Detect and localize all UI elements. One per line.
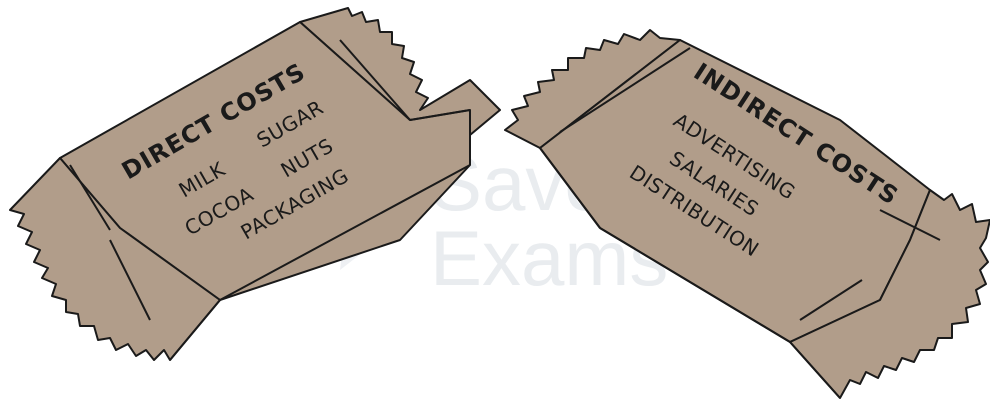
direct-costs-wrapper bbox=[10, 8, 500, 360]
